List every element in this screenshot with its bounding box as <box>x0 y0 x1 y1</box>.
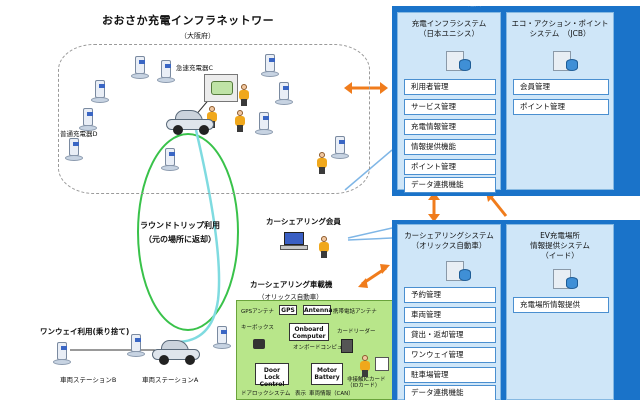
carshare-item: 駐車場管理 <box>404 367 496 383</box>
infra-system-column: 充電インフラシステム （日本ユニシス） 利用者管理 サービス管理 充電情報管理 … <box>392 6 506 196</box>
eco-point-subtitle: システム （JCB） <box>529 29 591 38</box>
carshare-system-title: カーシェアリングシステム <box>404 231 494 240</box>
carshare-system-column: カーシェアリングシステム （オリックス自動車） 予約管理 車両管理 貸出・返却管… <box>392 220 506 400</box>
network-title: おおさか充電インフラネットワー <box>102 14 275 27</box>
ev-info-panel: EV充電場所 情報提供システム （イード） 充電場所情報提供 <box>506 224 614 400</box>
member-label: カーシェアリング会員 <box>266 217 341 226</box>
server-icon <box>553 267 579 289</box>
infra-item: 充電情報管理 <box>404 119 496 135</box>
motor-battery-box: Motor Battery <box>311 363 343 385</box>
keybox-label: キーボックス <box>241 325 274 331</box>
ev-car-icon <box>152 340 200 365</box>
infra-item: サービス管理 <box>404 99 496 115</box>
infra-system-subtitle: （日本ユニシス） <box>419 29 479 38</box>
server-icon <box>553 49 579 71</box>
oneway-arrow <box>175 129 221 344</box>
roundtrip-sublabel: （元の場所に返却） <box>144 235 216 244</box>
onboard-subtitle: （オリックス自動車） <box>258 293 323 301</box>
station-a-label: 車両ステーションA <box>142 376 199 384</box>
carshare-item: 車両管理 <box>404 307 496 323</box>
fast-charger-label: 急速充電器C <box>176 64 214 72</box>
ev-info-subtitle2: （イード） <box>541 251 579 260</box>
infra-item: ポイント管理 <box>404 159 496 175</box>
infra-system-arrow <box>344 82 388 94</box>
infra-system-panel: 充電インフラシステム （日本ユニシス） 利用者管理 サービス管理 充電情報管理 … <box>397 12 501 193</box>
server-icon <box>446 49 472 71</box>
keybox-icon <box>253 339 265 349</box>
card-reader-label: カードリーダー <box>337 329 376 335</box>
id-card-icon <box>375 357 389 371</box>
carshare-item: ワンウェイ管理 <box>404 347 496 363</box>
charger-icon <box>213 326 231 349</box>
ic-card-label: 非接触ICカード（IDカード） <box>347 377 386 389</box>
person-icon <box>316 152 328 174</box>
roundtrip-loop <box>137 133 239 331</box>
fast-charger-unit <box>204 74 238 102</box>
ev-info-subtitle: 情報提供システム <box>530 241 590 250</box>
gps-box: GPS <box>279 305 297 315</box>
info-line-3 <box>347 237 393 241</box>
charger-icon <box>79 108 97 131</box>
system-banner: システム連携 <box>440 0 482 7</box>
eco-item: ポイント管理 <box>513 99 609 115</box>
carshare-item: 貸出・返却管理 <box>404 327 496 343</box>
charger-icon <box>53 342 71 365</box>
carshare-system-panel: カーシェアリングシステム （オリックス自動車） 予約管理 車両管理 貸出・返却管… <box>397 224 501 400</box>
eco-point-column: エコ・アクション・ポイント システム （JCB） 会員管理 ポイント管理 <box>502 6 640 196</box>
infra-item: 情報提供機能 <box>404 139 496 155</box>
infra-item: 利用者管理 <box>404 79 496 95</box>
onboard-unit-panel: GPSアンテナ GPS Antenna 携帯電話アンテナ キーボックス Onbo… <box>236 300 394 400</box>
charger-icon <box>157 60 175 83</box>
station-b-label: 車両ステーションB <box>60 376 117 384</box>
info-line-2 <box>347 227 393 239</box>
carshare-item: データ連携機能 <box>404 385 496 400</box>
charger-icon <box>91 80 109 103</box>
vehicle-info-label: 車両情報（CAN） <box>309 391 354 397</box>
eco-point-title: エコ・アクション・ポイント <box>511 19 609 28</box>
gps-antenna-label: GPSアンテナ <box>241 309 274 315</box>
eco-item: 会員管理 <box>513 79 609 95</box>
card-reader-icon <box>341 339 353 353</box>
infra-item: データ連携機能 <box>404 177 496 193</box>
ev-info-title: EV充電場所 <box>540 231 580 240</box>
onboard-title: カーシェアリング車載機 <box>250 280 333 289</box>
eco-point-panel: エコ・アクション・ポイント システム （JCB） 会員管理 ポイント管理 <box>506 12 614 190</box>
infra-system-title: 充電インフラシステム <box>411 19 487 28</box>
charger-icon <box>127 334 145 357</box>
server-icon <box>446 259 472 281</box>
laptop-icon <box>280 232 308 252</box>
ev-info-column: EV充電場所 情報提供システム （イード） 充電場所情報提供 <box>502 220 640 400</box>
charger-icon <box>255 112 273 135</box>
antenna-box: Antenna <box>303 305 333 315</box>
carshare-system-subtitle: （オリックス自動車） <box>411 241 487 250</box>
normal-charger-label: 普通充電器D <box>60 130 98 138</box>
ev-info-item: 充電場所情報提供 <box>513 297 609 313</box>
charger-icon <box>131 56 149 79</box>
person-icon <box>359 355 371 377</box>
person-icon <box>238 84 250 106</box>
person-icon <box>318 236 330 258</box>
onboard-system-arrow <box>358 264 390 288</box>
onboard-pc-label: オンボードコンピュータ <box>293 345 354 351</box>
door-lock-sys-label: ドアロックシステム <box>241 391 291 397</box>
charger-icon <box>161 148 179 171</box>
display-label: 表示 <box>295 391 307 397</box>
person-icon <box>234 110 246 132</box>
infra-network-area <box>58 44 370 194</box>
onboard-computer-box: Onboard Computer <box>289 323 329 341</box>
mobile-antenna-label: 携帯電話アンテナ <box>333 309 377 315</box>
charger-icon <box>65 138 83 161</box>
system-vertical-arrow <box>428 192 440 222</box>
network-subtitle: （大阪府） <box>180 32 215 40</box>
ev-car-icon <box>166 110 214 135</box>
charger-icon <box>275 82 293 105</box>
carshare-item: 予約管理 <box>404 287 496 303</box>
charger-icon <box>261 54 279 77</box>
roundtrip-label: ラウンドトリップ利用 <box>140 221 220 230</box>
oneway-label: ワンウェイ利用(乗り捨て) <box>40 327 130 336</box>
door-lock-box: Door Lock Control <box>255 363 289 388</box>
charger-icon <box>331 136 349 159</box>
